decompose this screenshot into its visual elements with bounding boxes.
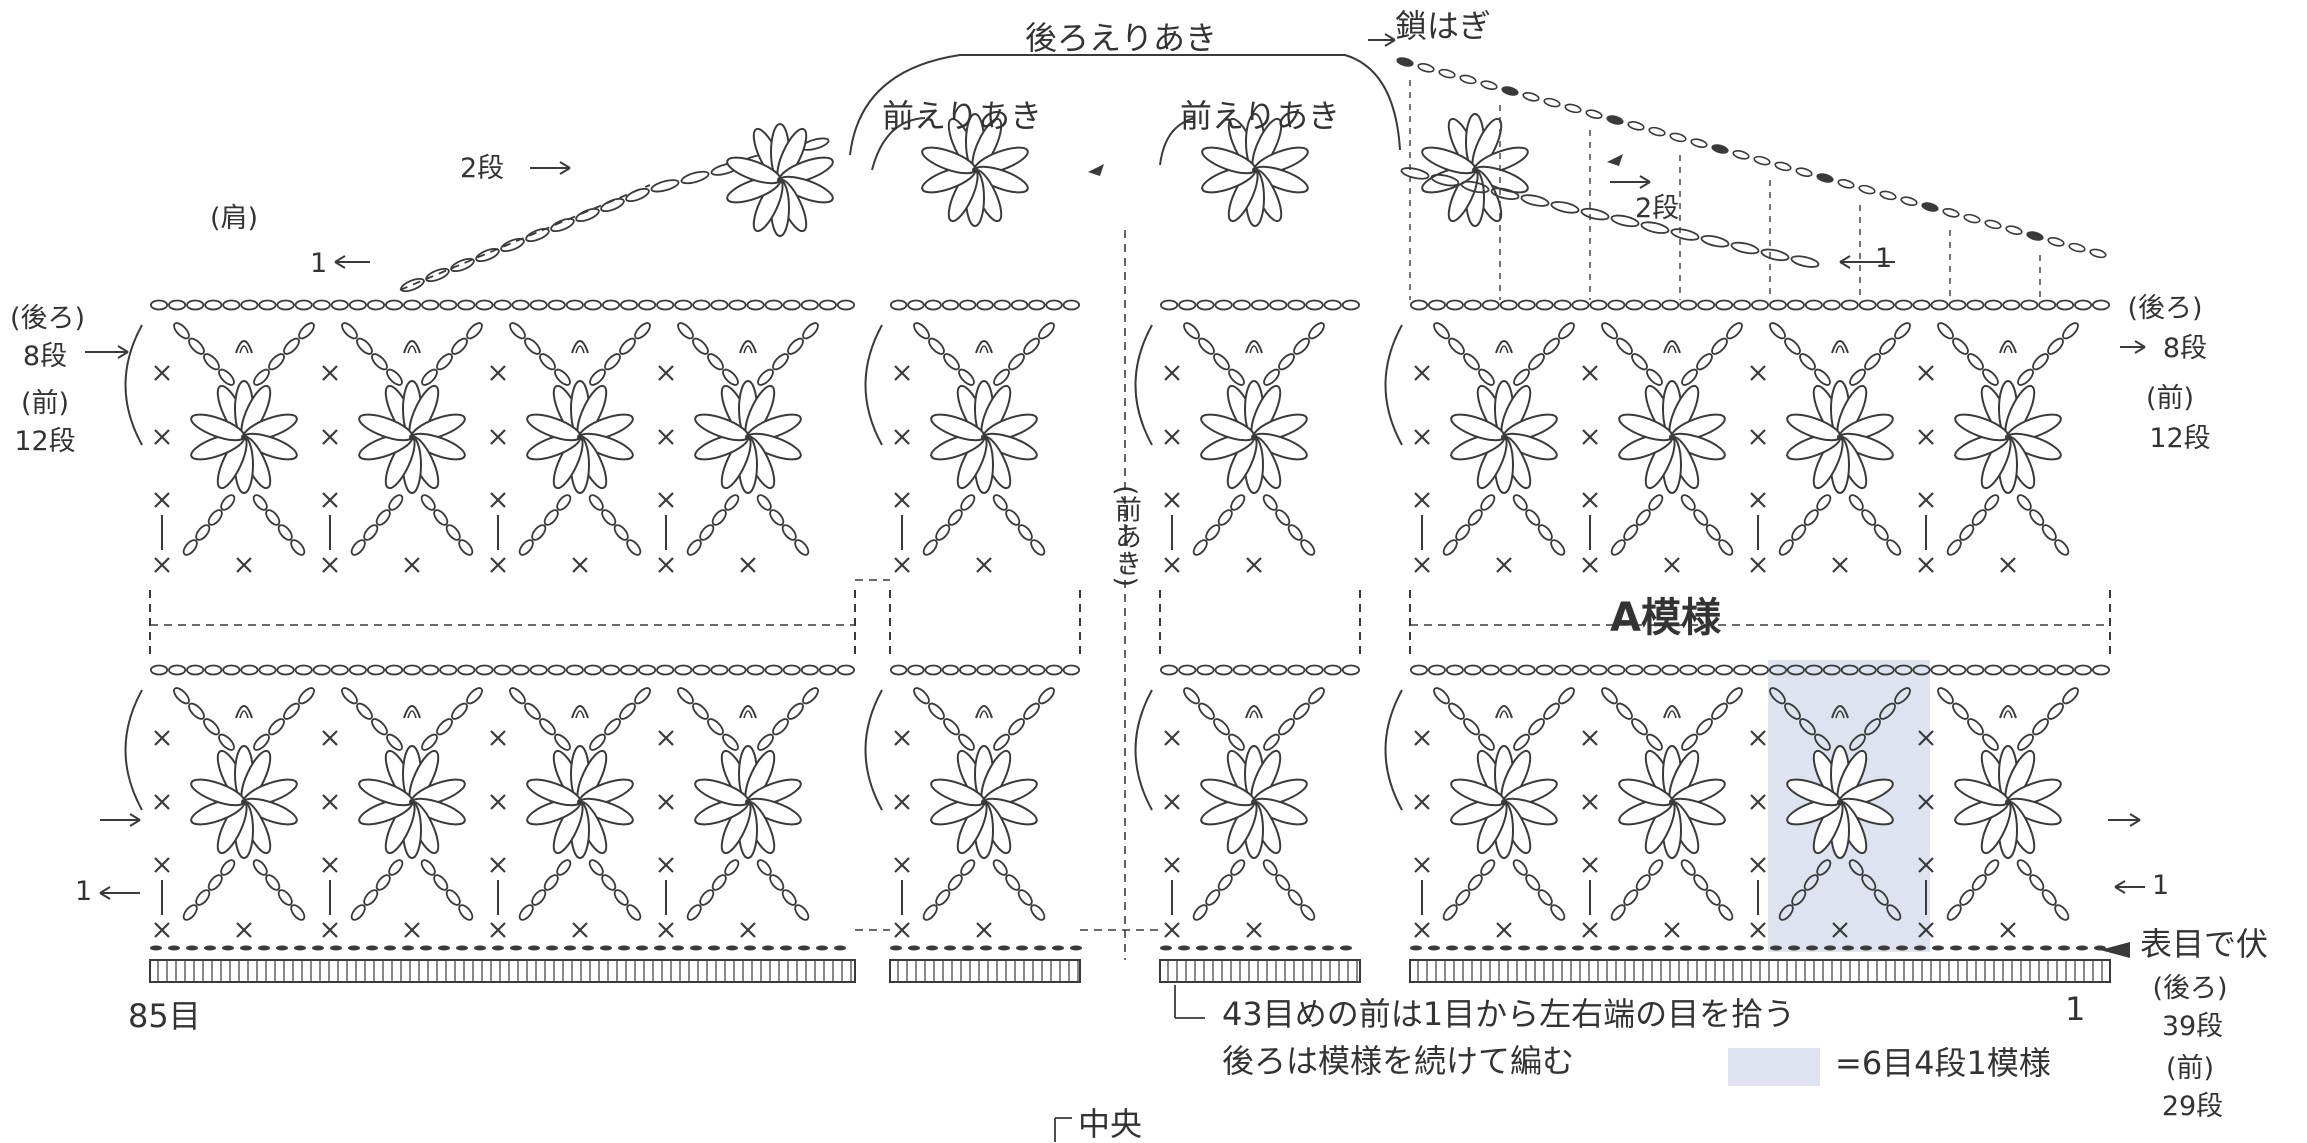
- lower-stitch-band: [124, 664, 2111, 938]
- row-2-left-label: 2段: [460, 153, 505, 184]
- stitch-count-right-label: 1: [2065, 990, 2086, 1028]
- shoulder-label: (肩): [210, 203, 259, 234]
- row-2-right-label: 2段: [1635, 193, 1680, 224]
- front-opening-label: (前あき): [1110, 485, 1141, 588]
- right-back-label: (後ろ): [2127, 293, 2203, 324]
- bind-off-marker: [2100, 942, 2130, 958]
- row-1-right-bottom-label: 1: [2152, 870, 2170, 901]
- front-neck-opening-right-label: 前えりあき: [1180, 97, 1341, 135]
- legend-swatch: [1728, 1048, 1820, 1086]
- bottom-back-rows-label: 39段: [2161, 1011, 2224, 1042]
- row-1-left-top-label: 1: [310, 248, 328, 279]
- chain-join-line: [1396, 57, 2107, 300]
- bottom-front-rows-label: 29段: [2161, 1091, 2224, 1122]
- right-front-rows-label: 12段: [2149, 423, 2211, 454]
- foundation-row: [149, 945, 2111, 983]
- left-back-rows-label: 8段: [22, 341, 68, 372]
- note-line-1: 43目めの前は1目から左右端の目を拾う: [1222, 995, 1796, 1033]
- neck-opening-arcs: [849, 54, 1623, 176]
- bind-off-label: 表目で伏: [2140, 925, 2269, 963]
- upper-stitch-band: [124, 299, 2111, 573]
- note-bracket: [1054, 985, 1205, 1142]
- row-1-left-bottom-label: 1: [75, 876, 93, 907]
- left-front-label: (前): [20, 388, 70, 419]
- pattern-name-label: A模様: [1610, 595, 1721, 641]
- shoulder-top-rows: [399, 113, 1820, 293]
- chain-join-label: 鎖はぎ: [1395, 7, 1492, 45]
- band-connector-lines: [149, 579, 2111, 931]
- row-direction-arrows: [85, 33, 2146, 958]
- left-back-label: (後ろ): [10, 303, 86, 334]
- bottom-front-label: (前): [2165, 1053, 2215, 1084]
- front-neck-opening-left-label: 前えりあき: [882, 97, 1043, 135]
- center-label: 中央: [1078, 1105, 1143, 1143]
- legend-text: =6目4段1模様: [1835, 1044, 2051, 1082]
- right-front-label: (前): [2145, 383, 2195, 414]
- bottom-back-label: (後ろ): [2152, 973, 2228, 1004]
- right-back-rows-label: 8段: [2162, 333, 2208, 364]
- row-1-right-top-label: 1: [1875, 243, 1893, 274]
- note-line-2: 後ろは模様を続けて編む: [1222, 1042, 1575, 1080]
- back-neck-opening-label: 後ろえりあき: [1025, 19, 1218, 57]
- left-front-rows-label: 12段: [14, 426, 76, 457]
- stitch-count-left-label: 85目: [128, 997, 201, 1035]
